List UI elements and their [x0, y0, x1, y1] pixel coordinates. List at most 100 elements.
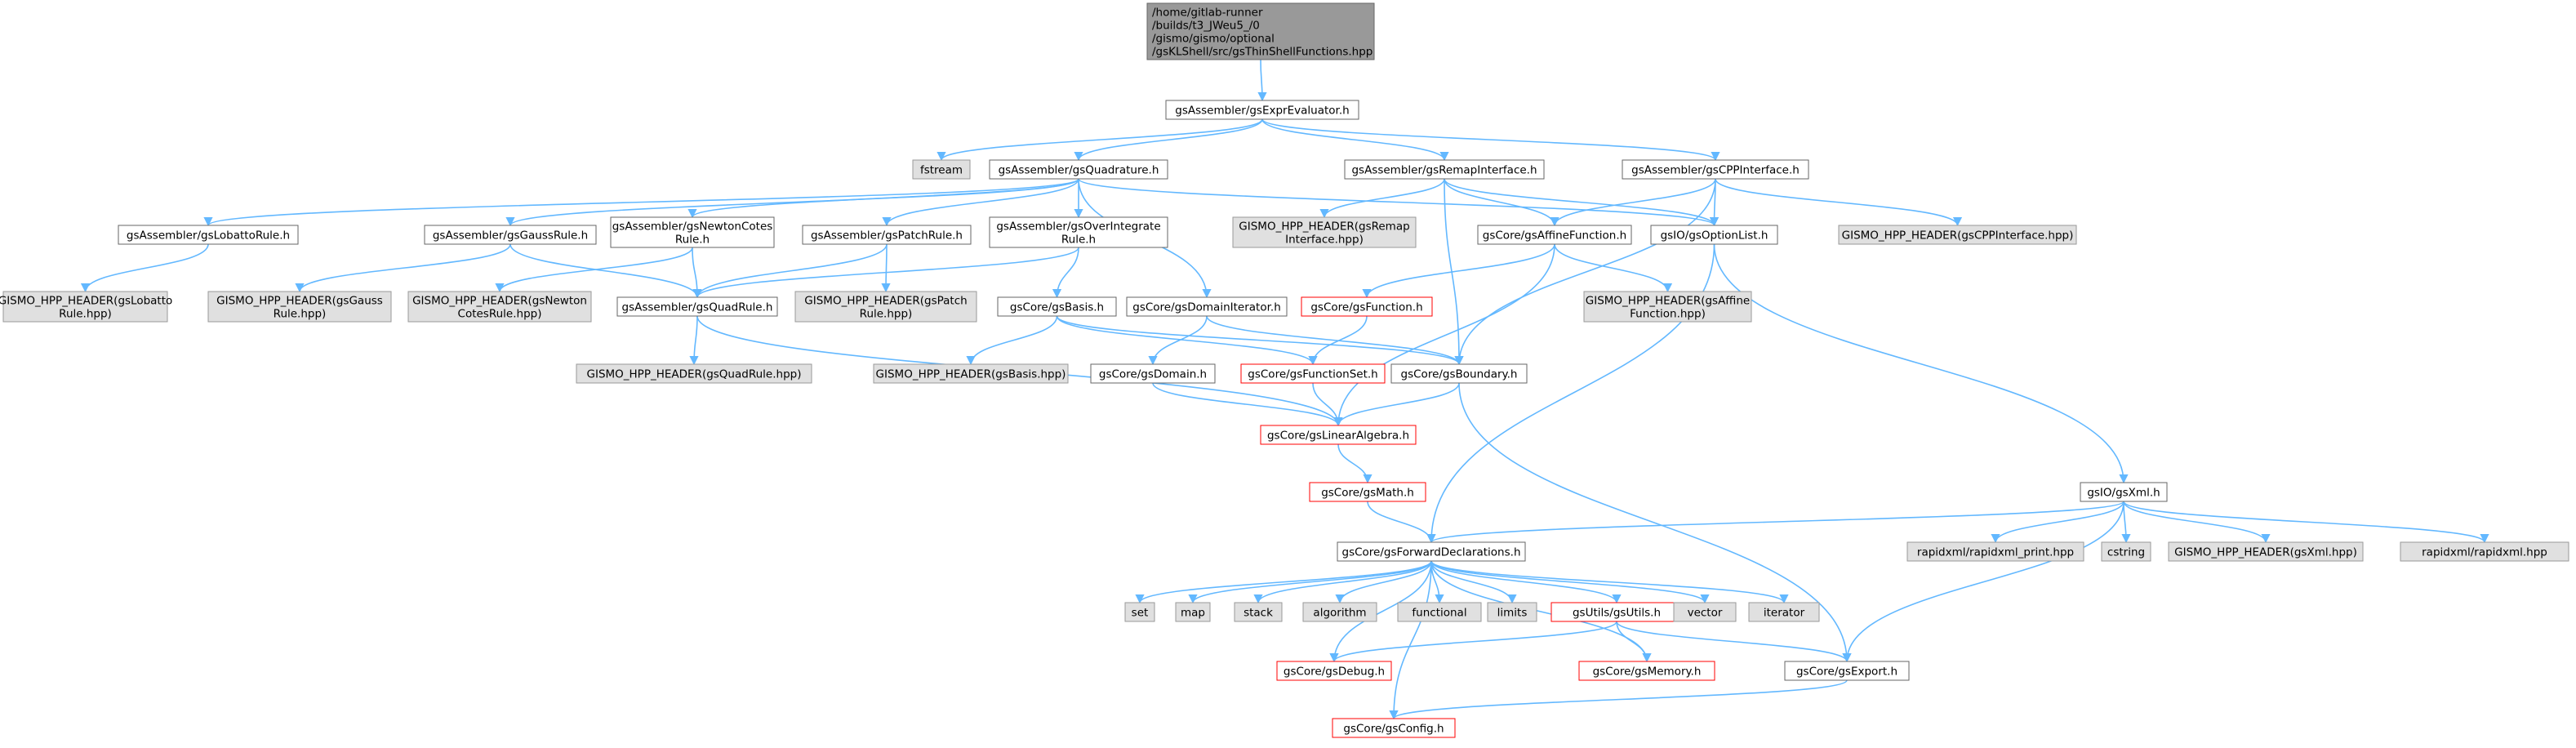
node-linalg[interactable]: gsCore/gsLinearAlgebra.h [1260, 425, 1417, 445]
node-patch[interactable]: gsAssembler/gsPatchRule.h [802, 225, 972, 245]
node-label: fstream [920, 164, 963, 177]
node-boundary[interactable]: gsCore/gsBoundary.h [1390, 363, 1528, 384]
node-patchhpp[interactable]: GISMO_HPP_HEADER(gsPatchRule.hpp) [794, 291, 977, 323]
node-iterator[interactable]: iterator [1748, 602, 1820, 622]
node-box [207, 291, 392, 323]
node-lobatto[interactable]: gsAssembler/gsLobattoRule.h [118, 225, 299, 245]
node-label: gsAssembler/gsNewtonCotes [612, 220, 773, 234]
edge-domit-to-domain [1148, 315, 1208, 366]
edge-fwd-to-config [1389, 560, 1432, 720]
node-label: gsAssembler/gsExprEvaluator.h [1175, 105, 1349, 118]
edge-optlist-to-fwd [1426, 243, 1715, 544]
node-box [1146, 2, 1375, 60]
node-label: gsAssembler/gsQuadRule.h [622, 301, 773, 314]
node-label: limits [1497, 607, 1528, 620]
node-stack[interactable]: stack [1234, 602, 1283, 622]
node-math[interactable]: gsCore/gsMath.h [1309, 482, 1426, 502]
edge-boundary-to-linalg [1333, 382, 1460, 427]
node-box [576, 363, 812, 384]
node-function[interactable]: gsCore/gsFunction.h [1301, 296, 1433, 317]
edges-layer [80, 59, 2489, 720]
node-limits[interactable]: limits [1487, 602, 1537, 622]
node-cpp[interactable]: gsAssembler/gsCPPInterface.h [1622, 159, 1809, 180]
node-box [1332, 718, 1456, 738]
node-cpphpp[interactable]: GISMO_HPP_HEADER(gsCPPInterface.hpp) [1838, 225, 2077, 245]
node-box [1165, 100, 1359, 120]
node-quadrule[interactable]: gsAssembler/gsQuadRule.h [616, 296, 778, 317]
node-remaphpp[interactable]: GISMO_HPP_HEADER(gsRemapInterface.hpp) [1232, 216, 1417, 248]
node-box [2080, 482, 2168, 502]
edge-optlist-to-xml [1713, 243, 2129, 484]
node-basishpp[interactable]: GISMO_HPP_HEADER(gsBasis.hpp) [873, 363, 1069, 384]
node-quadrulehpp[interactable]: GISMO_HPP_HEADER(gsQuadRule.hpp) [576, 363, 812, 384]
node-algorithm[interactable]: algorithm [1302, 602, 1377, 622]
node-config[interactable]: gsCore/gsConfig.h [1332, 718, 1456, 738]
node-memory[interactable]: gsCore/gsMemory.h [1578, 661, 1715, 681]
edge-fwd-to-map [1188, 560, 1432, 604]
edge-quad-to-newton [687, 178, 1079, 219]
node-optlist[interactable]: gsIO/gsOptionList.h [1650, 225, 1778, 245]
node-rapidprint[interactable]: rapidxml/rapidxml_print.hpp [1906, 541, 2084, 562]
node-basis[interactable]: gsCore/gsBasis.h [997, 296, 1117, 317]
node-label: rapidxml/rapidxml.hpp [2422, 546, 2547, 559]
node-box [407, 291, 592, 323]
node-cstring[interactable]: cstring [2101, 541, 2151, 562]
edge-domain-to-linalg [1152, 382, 1343, 427]
node-label: Rule.hpp) [274, 308, 327, 321]
node-debug[interactable]: gsCore/gsDebug.h [1276, 661, 1392, 681]
node-box [1838, 225, 2077, 245]
node-box [1240, 363, 1386, 384]
node-quad[interactable]: gsAssembler/gsQuadrature.h [989, 159, 1168, 180]
node-xml[interactable]: gsIO/gsXml.h [2080, 482, 2168, 502]
node-label: iterator [1764, 607, 1805, 620]
node-remap[interactable]: gsAssembler/gsRemapInterface.h [1344, 159, 1545, 180]
node-vector[interactable]: vector [1673, 602, 1737, 622]
node-affinehpp[interactable]: GISMO_HPP_HEADER(gsAffineFunction.hpp) [1583, 291, 1752, 323]
edge-xml-to-cstring [2121, 501, 2131, 544]
node-box [1260, 425, 1417, 445]
node-map[interactable]: map [1175, 602, 1211, 622]
node-rapidxml[interactable]: rapidxml/rapidxml.hpp [2400, 541, 2569, 562]
node-export[interactable]: gsCore/gsExport.h [1784, 661, 1910, 681]
node-expr[interactable]: gsAssembler/gsExprEvaluator.h [1165, 100, 1359, 120]
node-functional[interactable]: functional [1397, 602, 1482, 622]
node-label: gsUtils/gsUtils.h [1573, 607, 1661, 620]
node-label: GISMO_HPP_HEADER(gsNewton [412, 295, 587, 308]
node-root[interactable]: /home/gitlab-runner/builds/t3_JWeu5_/0/g… [1146, 2, 1375, 60]
node-domit[interactable]: gsCore/gsDomainIterator.h [1126, 296, 1288, 317]
node-label: GISMO_HPP_HEADER(gsCPPInterface.hpp) [1842, 229, 2074, 243]
node-utils[interactable]: gsUtils/gsUtils.h [1550, 602, 1683, 622]
node-lobattohpp[interactable]: GISMO_HPP_HEADER(gsLobattoRule.hpp) [0, 291, 172, 323]
node-label: gsCore/gsConfig.h [1343, 723, 1444, 736]
edge-lobatto-to-lobattohpp [80, 243, 209, 293]
node-label: algorithm [1313, 607, 1366, 620]
edge-export-to-config [1389, 679, 1848, 720]
node-gauss[interactable]: gsAssembler/gsGaussRule.h [424, 225, 597, 245]
node-label: GISMO_HPP_HEADER(gsRemap [1239, 220, 1409, 234]
node-label: gsCore/gsDomain.h [1099, 368, 1207, 381]
node-fwd[interactable]: gsCore/gsForwardDeclarations.h [1337, 541, 1526, 562]
edge-basis-to-boundary [1056, 315, 1464, 366]
edge-root-to-expr [1257, 59, 1267, 102]
node-label: gsAssembler/gsOverIntegrate [996, 220, 1160, 234]
node-fstream[interactable]: fstream [912, 159, 971, 180]
node-set[interactable]: set [1124, 602, 1155, 622]
edge-math-to-fwd [1367, 501, 1436, 544]
node-box [802, 225, 972, 245]
node-funcset[interactable]: gsCore/gsFunctionSet.h [1240, 363, 1386, 384]
node-label: GISMO_HPP_HEADER(gsAffine [1586, 295, 1750, 308]
node-box [1477, 225, 1632, 245]
node-xmlhpp[interactable]: GISMO_HPP_HEADER(gsXml.hpp) [2168, 541, 2364, 562]
node-box [1309, 482, 1426, 502]
node-gausshpp[interactable]: GISMO_HPP_HEADER(gsGaussRule.hpp) [207, 291, 392, 323]
edge-cpp-to-affine [1550, 178, 1716, 227]
node-label: gsIO/gsXml.h [2087, 487, 2160, 500]
node-label: Rule.hpp) [860, 308, 913, 321]
node-affine[interactable]: gsCore/gsAffineFunction.h [1477, 225, 1632, 245]
node-domain[interactable]: gsCore/gsDomain.h [1090, 363, 1216, 384]
